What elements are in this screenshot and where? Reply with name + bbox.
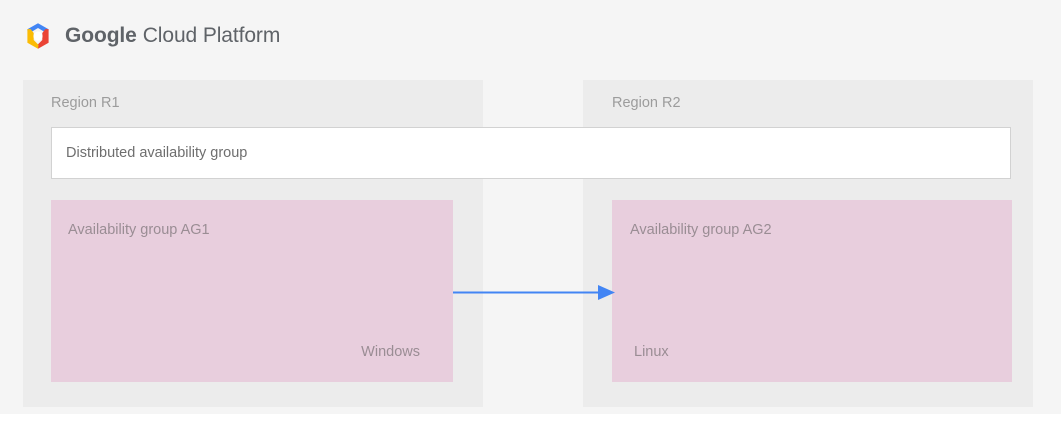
- brand-cloud-platform: Cloud Platform: [142, 24, 281, 47]
- availability-group-title-ag1: Availability group AG1: [68, 222, 210, 238]
- google-cloud-platform-logo-icon: [23, 21, 53, 51]
- os-label-linux: Linux: [634, 344, 669, 360]
- os-label-windows: Windows: [361, 344, 420, 360]
- region-label-r2: Region R2: [612, 95, 681, 111]
- brand-google: Google: [65, 24, 137, 47]
- availability-group-title-ag2: Availability group AG2: [630, 222, 772, 238]
- availability-group-box-ag1: Availability group AG1 Windows: [51, 200, 453, 382]
- region-label-r1: Region R1: [51, 95, 120, 111]
- replication-arrow-icon: [450, 280, 620, 306]
- availability-group-box-ag2: Availability group AG2 Linux: [612, 200, 1012, 382]
- distributed-availability-group-label: Distributed availability group: [66, 145, 248, 161]
- distributed-availability-group-box: Distributed availability group: [51, 127, 1011, 179]
